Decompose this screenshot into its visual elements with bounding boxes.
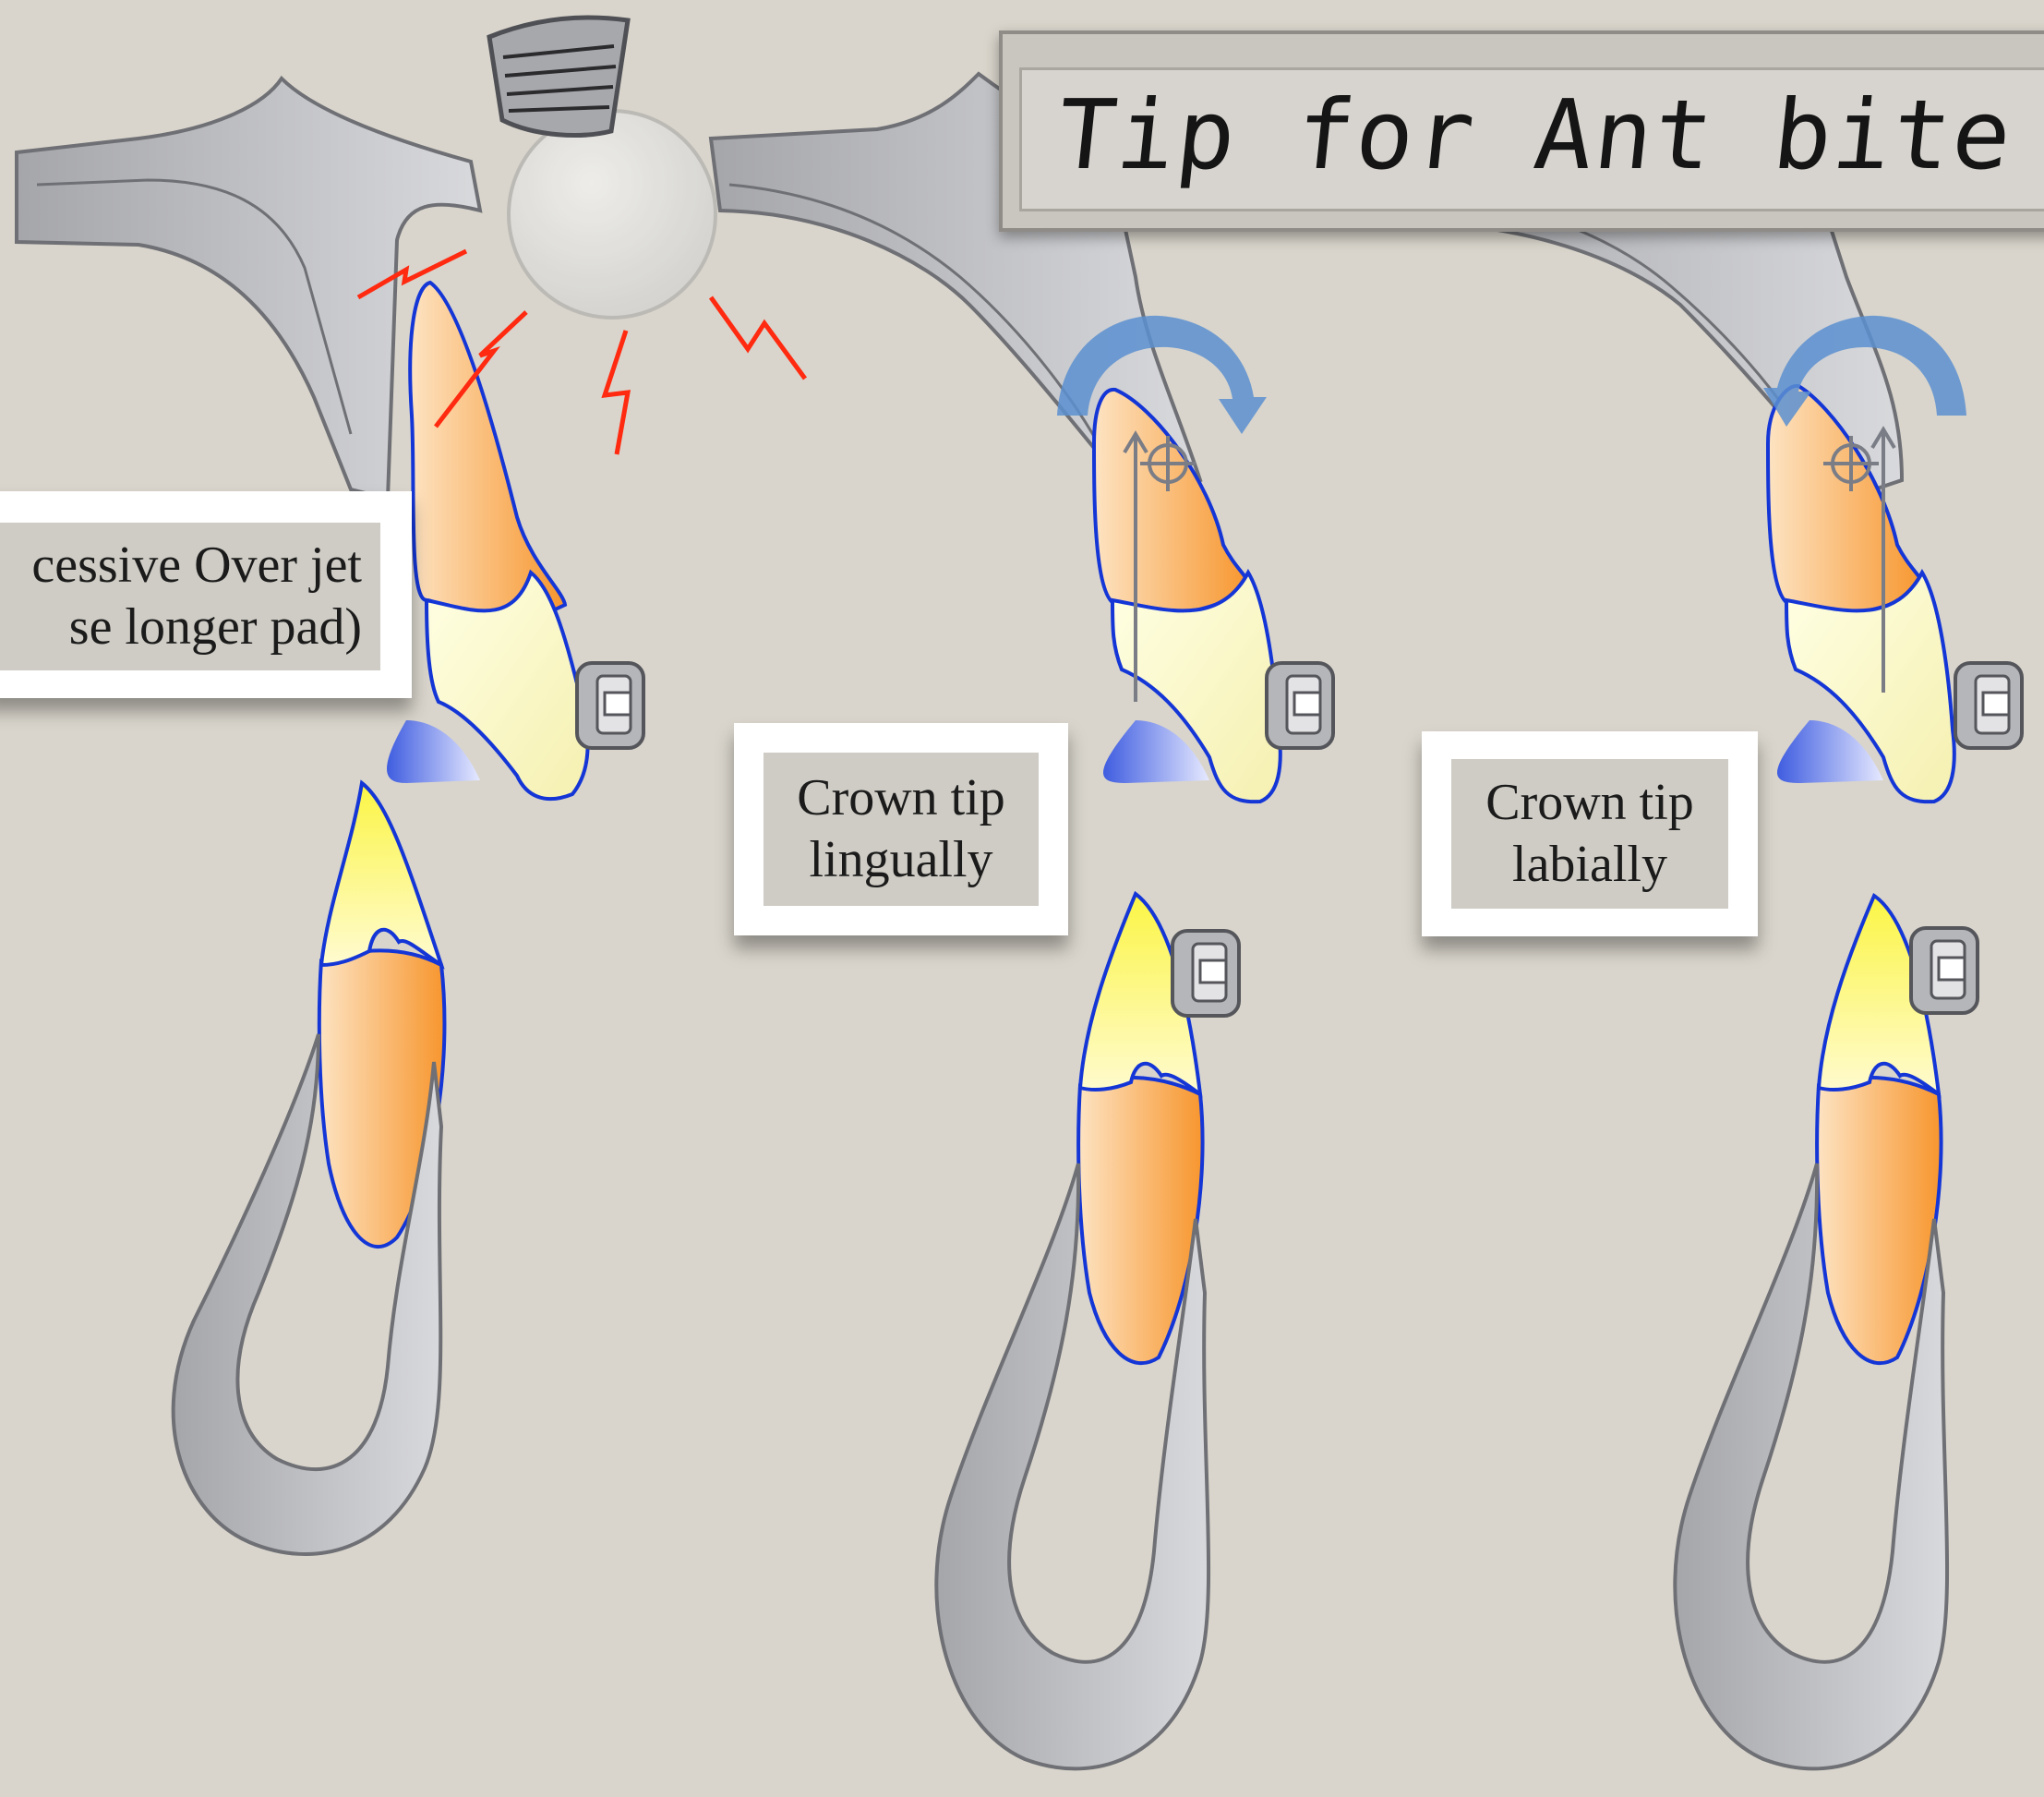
note-crown-tip-lingually: Crown tip lingually <box>734 723 1068 935</box>
note-line: se longer pad) <box>69 597 362 658</box>
upper-bone <box>17 78 480 499</box>
note-line: Crown tip <box>797 767 1005 829</box>
page-title: Tip for Ant bite tur <box>1052 78 2044 191</box>
note-excessive-overjet-body: cessive Over jet se longer pad) <box>0 523 380 670</box>
bracket-icon <box>577 663 643 748</box>
light-bulb-icon <box>489 18 715 318</box>
lower-crown <box>321 783 441 965</box>
upper-root <box>410 283 565 622</box>
note-crown-tip-labially: Crown tip labially <box>1422 731 1758 936</box>
note-line: labially <box>1512 834 1667 896</box>
note-crown-tip-labially-body: Crown tip labially <box>1451 759 1728 909</box>
note-crown-tip-lingually-body: Crown tip lingually <box>763 753 1039 906</box>
note-line: lingually <box>809 829 992 891</box>
note-line: cessive Over jet <box>31 535 362 597</box>
bracket-icon <box>1172 931 1239 1016</box>
note-excessive-overjet: cessive Over jet se longer pad) <box>0 491 412 698</box>
title-banner: Tip for Ant bite tur <box>999 30 2044 232</box>
bracket-icon <box>1911 928 1978 1013</box>
bracket-icon <box>1955 663 2022 748</box>
bracket-icon <box>1267 663 1333 748</box>
note-line: Crown tip <box>1485 772 1694 834</box>
bite-pad <box>387 720 480 783</box>
